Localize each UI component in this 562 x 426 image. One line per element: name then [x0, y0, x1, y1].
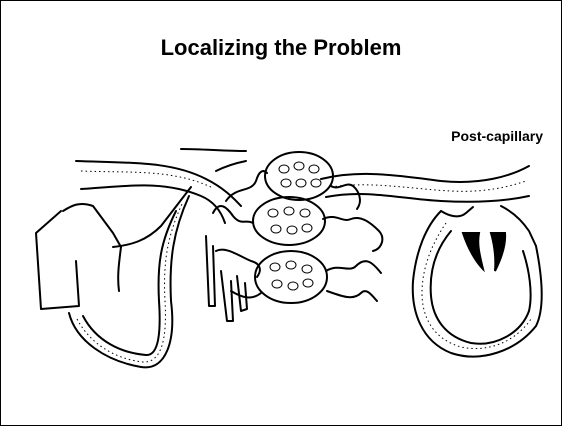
pulmonary-artery	[76, 149, 246, 223]
mitral-valve	[463, 233, 505, 271]
pulmonary-vein	[321, 166, 529, 202]
pulmonary-capillary-bed	[206, 152, 382, 321]
left-heart	[413, 206, 542, 357]
right-heart	[36, 187, 191, 367]
